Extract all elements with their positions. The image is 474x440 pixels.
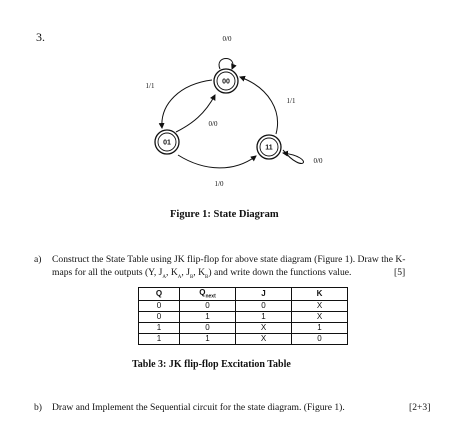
self-loop-11-label: 0/0 (314, 157, 323, 165)
header-k: K (291, 287, 348, 301)
table-cell: 1 (179, 332, 236, 345)
part-a-marks: [5] (394, 267, 406, 278)
arrow-11-to-00-label: 1/1 (287, 97, 296, 105)
state-01-label: 01 (163, 140, 171, 147)
arrow-01-to-00-label: 0/0 (209, 120, 218, 128)
self-loop-11-arrow (282, 149, 304, 164)
part-a-line1: Construct the State Table using JK flip-… (52, 254, 406, 265)
table-cell: 0 (179, 299, 236, 312)
table-cell: 1 (291, 321, 348, 334)
table-cell: 1 (138, 332, 180, 345)
table-cell: 0 (138, 299, 180, 312)
table-cell: X (291, 310, 348, 323)
table-cell: 0 (235, 299, 292, 312)
state-11: 11 (256, 134, 282, 160)
part-b-marks: [2+3] (409, 402, 431, 413)
part-b-text: Draw and Implement the Sequential circui… (52, 402, 345, 413)
header-q: Q (138, 287, 180, 301)
table-cell: 0 (291, 332, 348, 345)
table-cell: 0 (179, 321, 236, 334)
table-row: 1 1 X 0 (138, 332, 348, 345)
header-j: J (235, 287, 292, 301)
part-b-label: b) (34, 402, 42, 413)
part-a-text: Construct the State Table using JK flip-… (52, 253, 412, 284)
state-01: 01 (154, 129, 180, 155)
table-cell: 1 (235, 310, 292, 323)
arrow-00-to-01 (158, 79, 213, 129)
arrow-00-to-01-label: 1/1 (146, 82, 155, 90)
arrow-01-to-11-label: 1/0 (215, 180, 224, 188)
arrow-01-to-00 (175, 94, 216, 133)
table-header-row: Q Qnext J K (138, 287, 348, 301)
table-cell: X (235, 321, 292, 334)
state-11-label: 11 (265, 145, 273, 152)
part-a-label: a) (34, 254, 42, 265)
table-row: 0 0 0 X (138, 299, 348, 312)
question-number: 3. (36, 30, 45, 44)
self-loop-00-label: 0/0 (223, 35, 232, 43)
arrow-01-to-11 (177, 154, 257, 169)
table-cell: X (235, 332, 292, 345)
table-row: 1 0 X 1 (138, 321, 348, 334)
table-row: 0 1 1 X (138, 310, 348, 323)
header-q-next: Qnext (179, 287, 236, 301)
self-loop-00-arrow (218, 58, 237, 70)
table-caption: Table 3: JK flip-flop Excitation Table (132, 359, 291, 370)
part-a-line2: maps for all the outputs (Y, JA, KA, JB,… (52, 267, 352, 280)
arrow-11-to-00 (239, 75, 278, 135)
state-00: 00 (213, 68, 239, 94)
state-00-label: 00 (222, 79, 230, 86)
figure-caption: Figure 1: State Diagram (170, 209, 279, 220)
jk-excitation-table: Q Qnext J K 0 0 0 X 0 1 1 X 1 0 X 1 1 1 … (138, 287, 348, 345)
table-cell: X (291, 299, 348, 312)
table-cell: 1 (179, 310, 236, 323)
state-diagram: 00 01 11 0/0 1/1 1/1 0/0 0/0 1/0 (146, 35, 323, 188)
table-cell: 1 (138, 321, 180, 334)
table-cell: 0 (138, 310, 180, 323)
